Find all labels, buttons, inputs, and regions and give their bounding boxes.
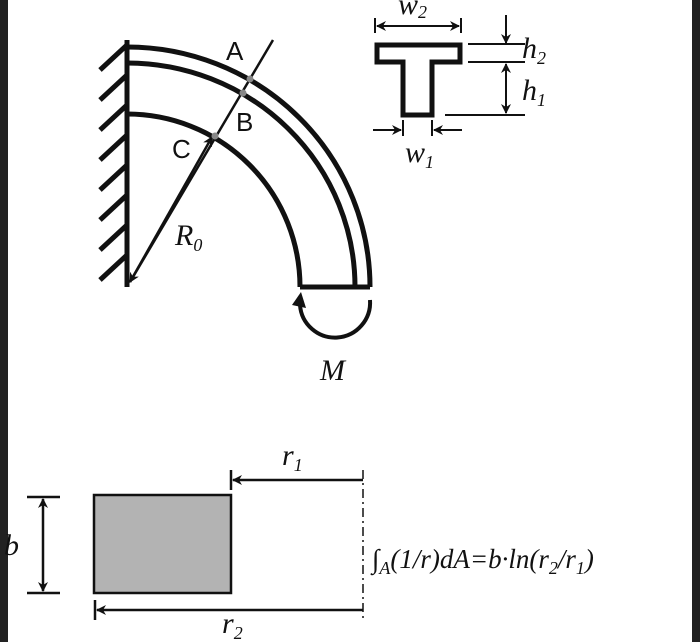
t-section	[374, 42, 463, 118]
label-a: A	[226, 36, 244, 66]
t-section-dimensions	[373, 15, 525, 136]
radius-dimension-arrow	[128, 136, 214, 283]
moment-arrow	[298, 299, 373, 340]
point-b-marker	[239, 89, 247, 97]
label-b: B	[236, 107, 253, 137]
left-border	[0, 0, 8, 642]
label-b: b	[4, 529, 19, 562]
point-a-marker	[246, 75, 254, 83]
label-c: C	[172, 134, 191, 164]
rectangular-section	[92, 493, 233, 595]
label-h1: h1	[522, 74, 546, 110]
curved-beam	[126, 44, 373, 290]
label-r1: r1	[282, 439, 303, 475]
label-m: M	[319, 354, 347, 387]
label-w1: w1	[405, 136, 434, 172]
integral-formula: ∫A(1/r)dA=b·ln(r2/r1)	[370, 544, 594, 578]
label-w2: w2	[398, 0, 427, 22]
label-r0: R0	[174, 219, 202, 255]
fixed-wall	[98, 40, 130, 287]
label-h2: h2	[522, 32, 546, 68]
label-r2: r2	[222, 607, 243, 642]
section-dimensions	[27, 470, 364, 622]
right-border	[692, 0, 700, 642]
point-c-marker	[211, 132, 219, 140]
moment-arrowhead	[292, 292, 306, 308]
